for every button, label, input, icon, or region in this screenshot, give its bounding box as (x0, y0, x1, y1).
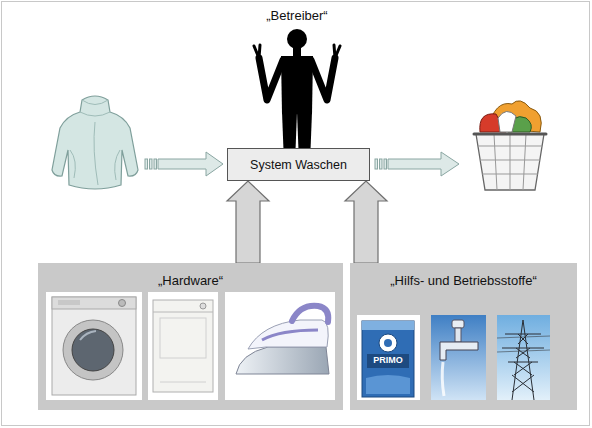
operator-label: „Betreiber“ (266, 8, 327, 23)
brand-label: PRIMO (371, 355, 405, 365)
output-arrow (375, 152, 459, 176)
node-text: System Waschen (250, 158, 347, 172)
washing-machine-picture (46, 292, 142, 400)
node-text: „Hilfs- und Betriebsstoffe“ (390, 273, 536, 288)
node-text: „Hardware“ (158, 273, 223, 288)
iron-picture (225, 292, 335, 400)
hardware-panel: „Hardware“ (38, 263, 343, 410)
process-box: System Waschen (227, 148, 370, 181)
input-arrow (145, 152, 223, 176)
supplies-panel: „Hilfs- und Betriebsstoffe“ (350, 263, 577, 410)
water-tap-picture (431, 315, 486, 400)
block-arrow (345, 181, 387, 263)
detergent-picture (357, 315, 420, 400)
sweater-icon (52, 96, 138, 189)
power-pylon-picture (497, 315, 550, 400)
laundry-basket-icon (474, 101, 546, 190)
block-arrow (227, 181, 269, 263)
dryer-picture (148, 292, 218, 400)
